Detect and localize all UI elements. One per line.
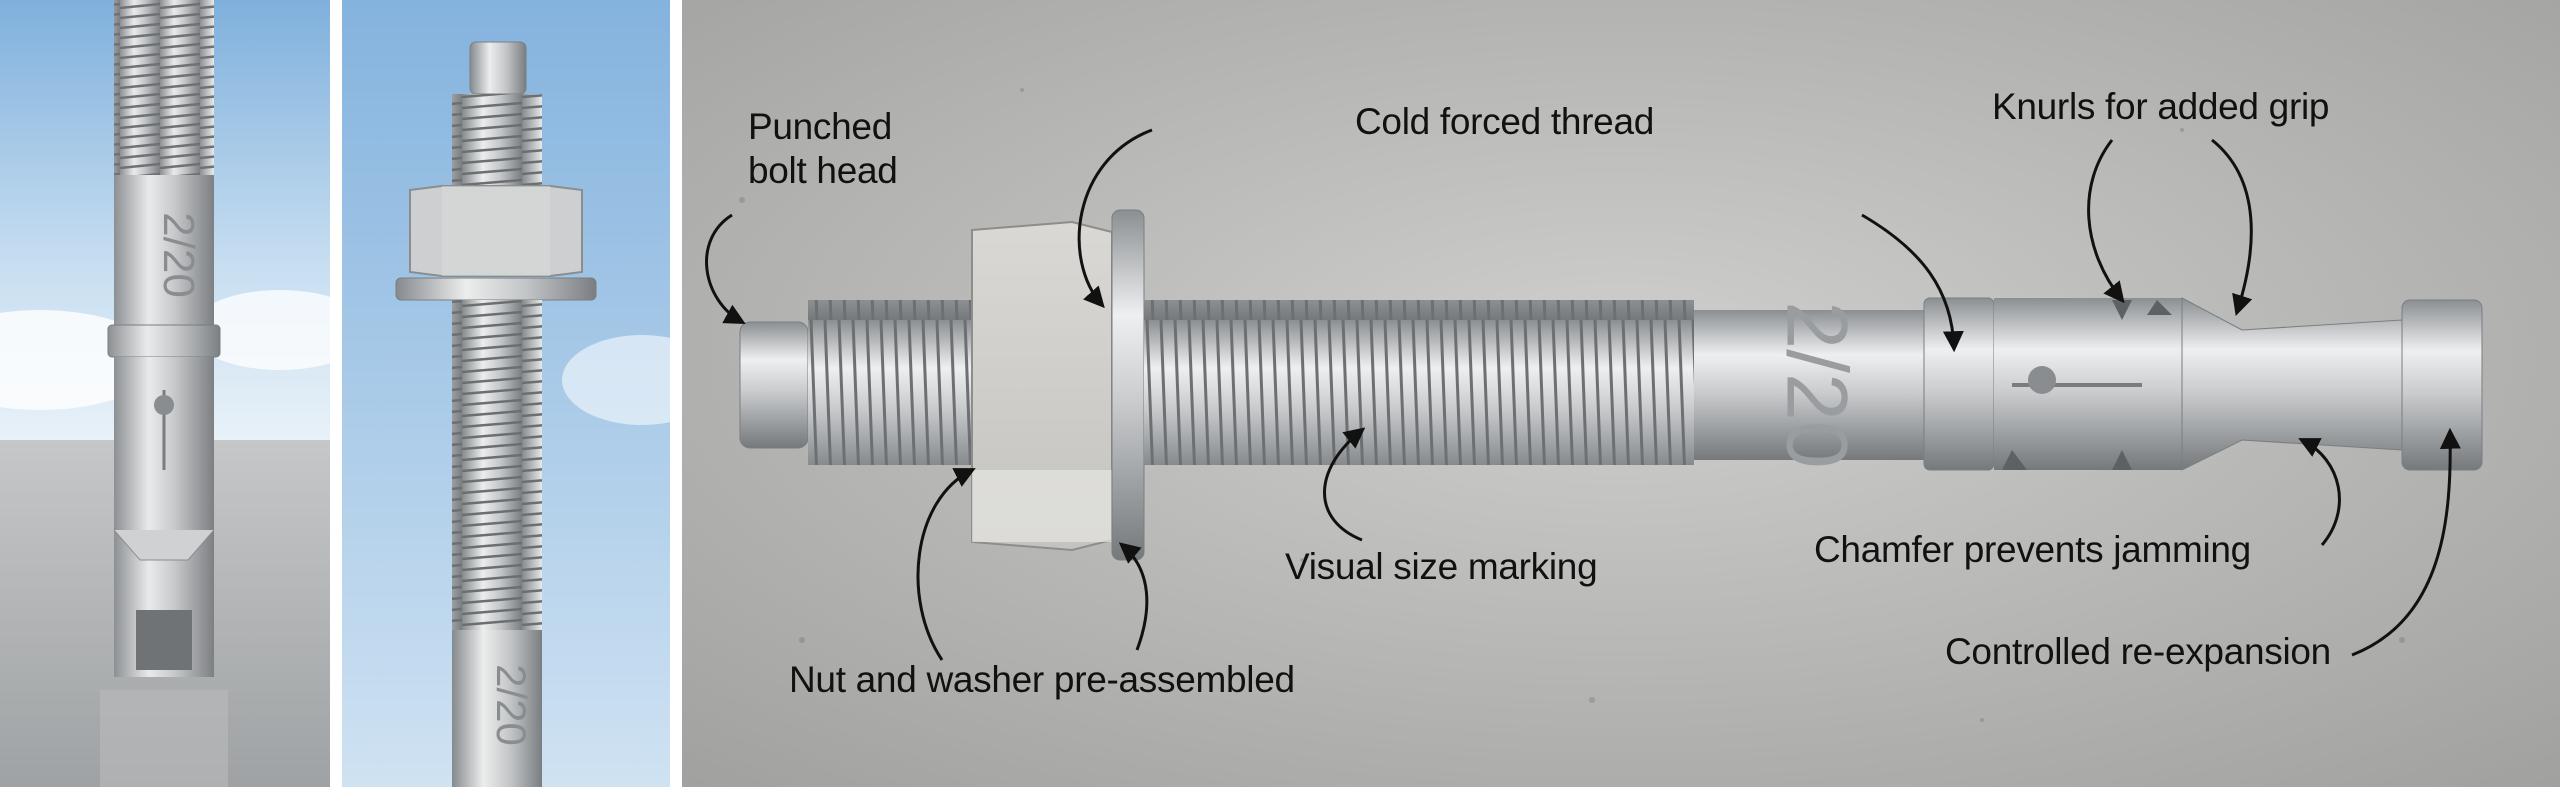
label-punched-head-line2: bolt head bbox=[748, 149, 898, 191]
punched-bolt-head bbox=[739, 321, 809, 449]
assembled-anchor-photo: 2/20 bbox=[342, 0, 670, 787]
smooth-shank bbox=[1694, 310, 1924, 460]
arrow-knurl-left bbox=[1861, 213, 1964, 353]
size-marking-text: 2/20 bbox=[154, 212, 203, 298]
label-chamfer: Chamfer prevents jamming bbox=[1814, 529, 2251, 570]
callout-arrows bbox=[705, 128, 2461, 661]
label-cold-forced-thread: Cold forced thread bbox=[1355, 101, 1655, 142]
washer bbox=[1111, 209, 1145, 561]
label-knurls: Knurls for added grip bbox=[1992, 86, 2330, 127]
arrow-punched-head bbox=[705, 213, 746, 325]
arrow-chamfer bbox=[2298, 438, 2341, 546]
photo-panel-installed: 2/20 bbox=[0, 0, 330, 787]
clip-ring bbox=[1923, 297, 1995, 471]
arrow-knurl-center bbox=[2087, 139, 2125, 304]
thread-section-long bbox=[1144, 300, 1694, 465]
arrow-cold-forced-thread bbox=[1077, 128, 1153, 309]
arrow-re-expansion bbox=[2351, 427, 2461, 657]
arrow-visual-size-marking bbox=[1323, 427, 1366, 542]
label-re-expansion: Controlled re-expansion bbox=[1945, 631, 2331, 672]
annotated-anchor-photo: 2/20 bbox=[682, 0, 2560, 787]
size-marking-text: 2/20 bbox=[1768, 301, 1864, 468]
annotated-diagram-panel: 2/20 Punched bolt hea bbox=[682, 0, 2560, 787]
cone-end bbox=[2401, 299, 2483, 471]
thread-section-short bbox=[808, 300, 978, 465]
size-marking-text: 2/20 bbox=[488, 664, 535, 746]
label-punched-head: Punched bolt head bbox=[748, 105, 898, 192]
arrow-knurl-right bbox=[2211, 138, 2253, 316]
anchor-bolt-assembled: 2/20 bbox=[395, 41, 597, 787]
photo-panel-assembled: 2/20 bbox=[342, 0, 670, 787]
anchor-bolt-annotated: 2/20 bbox=[739, 209, 2483, 561]
label-punched-head-line1: Punched bbox=[748, 106, 892, 147]
concrete-texture bbox=[739, 88, 2405, 722]
label-nut-washer: Nut and washer pre-assembled bbox=[789, 659, 1295, 700]
arrow-washer bbox=[1118, 542, 1149, 651]
anchor-bolt-installed: 2/20 bbox=[107, 0, 221, 677]
installed-anchor-photo: 2/20 bbox=[0, 0, 330, 787]
arrow-nut bbox=[916, 468, 976, 661]
label-visual-size-marking: Visual size marking bbox=[1285, 546, 1598, 587]
